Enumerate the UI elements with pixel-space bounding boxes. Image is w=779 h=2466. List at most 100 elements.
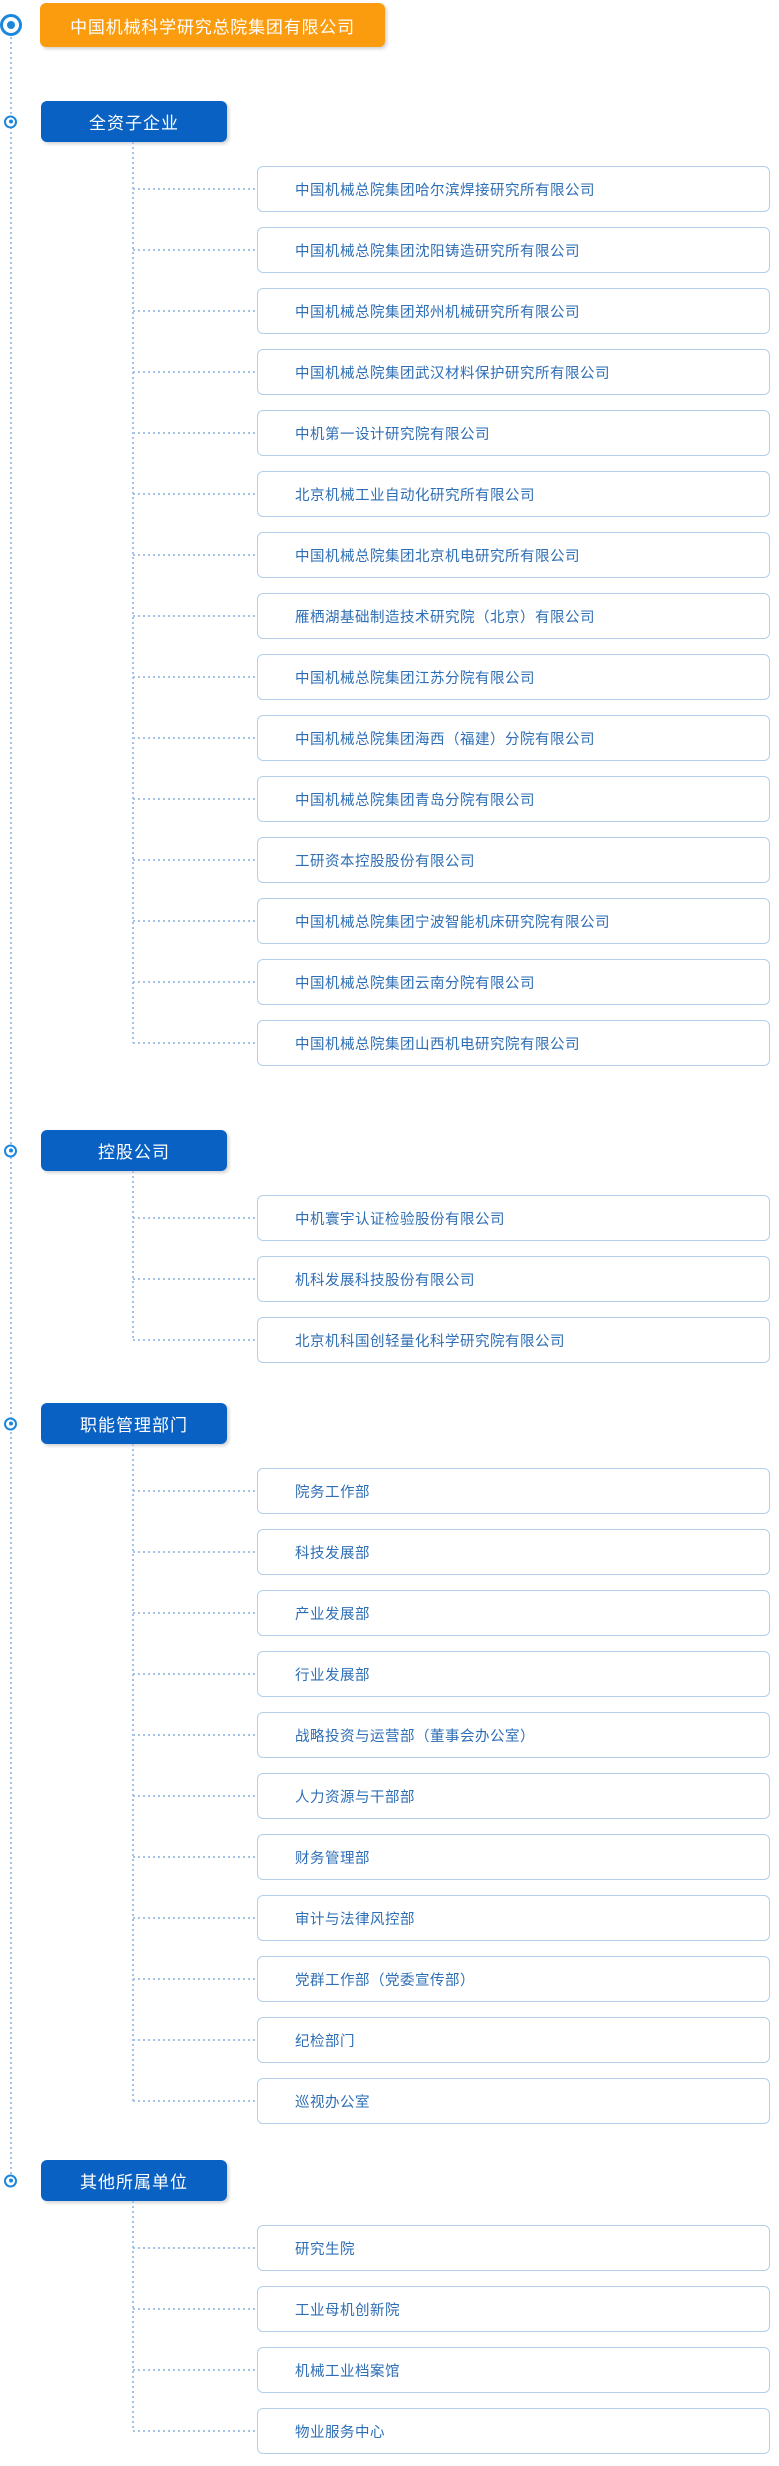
org-item-box[interactable]: 工业母机创新院 <box>257 2286 770 2332</box>
item-connector-line <box>133 249 257 251</box>
item-row: 中国机械总院集团宁波智能机床研究院有限公司 <box>133 898 779 944</box>
item-connector-line <box>133 1734 257 1736</box>
category-box-1[interactable]: 全资子企业 <box>41 101 227 142</box>
item-connector-line <box>133 1856 257 1858</box>
item-connector-line <box>133 737 257 739</box>
org-item-box[interactable]: 中国机械总院集团哈尔滨焊接研究所有限公司 <box>257 166 770 212</box>
item-row: 审计与法律风控部 <box>133 1895 779 1941</box>
org-item-box[interactable]: 研究生院 <box>257 2225 770 2271</box>
item-connector-line <box>133 1978 257 1980</box>
item-row: 中机第一设计研究院有限公司 <box>133 410 779 456</box>
org-item-box[interactable]: 党群工作部（党委宣传部） <box>257 1956 770 2002</box>
org-item-box[interactable]: 中国机械总院集团青岛分院有限公司 <box>257 776 770 822</box>
item-row: 中国机械总院集团海西（福建）分院有限公司 <box>133 715 779 761</box>
item-connector-line <box>133 676 257 678</box>
org-item-box[interactable]: 战略投资与运营部（董事会办公室） <box>257 1712 770 1758</box>
org-item-box[interactable]: 巡视办公室 <box>257 2078 770 2124</box>
org-item-box[interactable]: 机科发展科技股份有限公司 <box>257 1256 770 1302</box>
item-connector-line <box>133 1795 257 1797</box>
item-connector-line <box>133 1217 257 1219</box>
org-item-box[interactable]: 行业发展部 <box>257 1651 770 1697</box>
category-box-2[interactable]: 控股公司 <box>41 1130 227 1171</box>
org-item-box[interactable]: 北京机械工业自动化研究所有限公司 <box>257 471 770 517</box>
org-item-box[interactable]: 纪检部门 <box>257 2017 770 2063</box>
item-connector-line <box>133 798 257 800</box>
item-row: 党群工作部（党委宣传部） <box>133 1956 779 2002</box>
trunk-connector-line <box>10 32 12 2180</box>
circled-dot-node-icon <box>4 1144 17 1157</box>
item-row: 机械工业档案馆 <box>133 2347 779 2393</box>
org-item-box[interactable]: 中国机械总院集团宁波智能机床研究院有限公司 <box>257 898 770 944</box>
org-item-box[interactable]: 产业发展部 <box>257 1590 770 1636</box>
org-item-box[interactable]: 科技发展部 <box>257 1529 770 1575</box>
item-row: 工研资本控股股份有限公司 <box>133 837 779 883</box>
section-connector-line <box>132 1444 134 2101</box>
section-connector-line <box>132 2201 134 2431</box>
item-row: 研究生院 <box>133 2225 779 2271</box>
item-row: 中国机械总院集团郑州机械研究所有限公司 <box>133 288 779 334</box>
category-row: 其他所属单位 <box>0 2160 779 2201</box>
org-section-2: 控股公司中机寰宇认证检验股份有限公司机科发展科技股份有限公司北京机科国创轻量化科… <box>0 1130 779 1363</box>
circled-dot-node-icon <box>4 115 17 128</box>
item-connector-line <box>133 2247 257 2249</box>
circled-dot-node-icon <box>4 2174 17 2187</box>
item-row: 院务工作部 <box>133 1468 779 1514</box>
item-row: 中国机械总院集团哈尔滨焊接研究所有限公司 <box>133 166 779 212</box>
org-item-box[interactable]: 中国机械总院集团北京机电研究所有限公司 <box>257 532 770 578</box>
item-connector-line <box>133 2308 257 2310</box>
org-item-box[interactable]: 中国机械总院集团山西机电研究院有限公司 <box>257 1020 770 1066</box>
items-list: 中国机械总院集团哈尔滨焊接研究所有限公司中国机械总院集团沈阳铸造研究所有限公司中… <box>0 142 779 1066</box>
section-connector-line <box>132 142 134 1043</box>
item-connector-line <box>133 1673 257 1675</box>
org-item-box[interactable]: 中国机械总院集团海西（福建）分院有限公司 <box>257 715 770 761</box>
org-section-4: 其他所属单位研究生院工业母机创新院机械工业档案馆物业服务中心 <box>0 2160 779 2454</box>
category-box-3[interactable]: 职能管理部门 <box>41 1403 227 1444</box>
org-item-box[interactable]: 中国机械总院集团武汉材料保护研究所有限公司 <box>257 349 770 395</box>
item-connector-line <box>133 615 257 617</box>
org-item-box[interactable]: 院务工作部 <box>257 1468 770 1514</box>
item-row: 战略投资与运营部（董事会办公室） <box>133 1712 779 1758</box>
root-org-box[interactable]: 中国机械科学研究总院集团有限公司 <box>40 3 385 47</box>
root-row: 中国机械科学研究总院集团有限公司 <box>0 3 779 47</box>
item-row: 机科发展科技股份有限公司 <box>133 1256 779 1302</box>
item-connector-line <box>133 1612 257 1614</box>
org-item-box[interactable]: 雁栖湖基础制造技术研究院（北京）有限公司 <box>257 593 770 639</box>
org-item-box[interactable]: 财务管理部 <box>257 1834 770 1880</box>
item-row: 中国机械总院集团北京机电研究所有限公司 <box>133 532 779 578</box>
org-item-box[interactable]: 中机第一设计研究院有限公司 <box>257 410 770 456</box>
org-item-box[interactable]: 中国机械总院集团江苏分院有限公司 <box>257 654 770 700</box>
item-connector-line <box>133 554 257 556</box>
item-connector-line <box>133 2039 257 2041</box>
item-connector-line <box>133 1278 257 1280</box>
item-connector-line <box>133 1551 257 1553</box>
item-row: 中国机械总院集团云南分院有限公司 <box>133 959 779 1005</box>
org-item-box[interactable]: 北京机科国创轻量化科学研究院有限公司 <box>257 1317 770 1363</box>
item-connector-line <box>133 432 257 434</box>
org-item-box[interactable]: 审计与法律风控部 <box>257 1895 770 1941</box>
item-connector-line <box>133 1339 257 1341</box>
item-connector-line <box>133 981 257 983</box>
item-row: 中国机械总院集团山西机电研究院有限公司 <box>133 1020 779 1066</box>
item-row: 工业母机创新院 <box>133 2286 779 2332</box>
item-row: 人力资源与干部部 <box>133 1773 779 1819</box>
org-item-box[interactable]: 中国机械总院集团沈阳铸造研究所有限公司 <box>257 227 770 273</box>
item-row: 产业发展部 <box>133 1590 779 1636</box>
item-row: 中国机械总院集团武汉材料保护研究所有限公司 <box>133 349 779 395</box>
org-item-box[interactable]: 中机寰宇认证检验股份有限公司 <box>257 1195 770 1241</box>
org-item-box[interactable]: 中国机械总院集团郑州机械研究所有限公司 <box>257 288 770 334</box>
category-row: 全资子企业 <box>0 101 779 142</box>
item-connector-line <box>133 1490 257 1492</box>
org-item-box[interactable]: 机械工业档案馆 <box>257 2347 770 2393</box>
sections-container: 全资子企业中国机械总院集团哈尔滨焊接研究所有限公司中国机械总院集团沈阳铸造研究所… <box>0 101 779 2454</box>
org-section-3: 职能管理部门院务工作部科技发展部产业发展部行业发展部战略投资与运营部（董事会办公… <box>0 1403 779 2124</box>
item-connector-line <box>133 920 257 922</box>
org-item-box[interactable]: 中国机械总院集团云南分院有限公司 <box>257 959 770 1005</box>
org-item-box[interactable]: 人力资源与干部部 <box>257 1773 770 1819</box>
category-box-4[interactable]: 其他所属单位 <box>41 2160 227 2201</box>
item-connector-line <box>133 1042 257 1044</box>
item-row: 雁栖湖基础制造技术研究院（北京）有限公司 <box>133 593 779 639</box>
circled-dot-node-icon <box>4 1417 17 1430</box>
org-item-box[interactable]: 物业服务中心 <box>257 2408 770 2454</box>
org-item-box[interactable]: 工研资本控股股份有限公司 <box>257 837 770 883</box>
